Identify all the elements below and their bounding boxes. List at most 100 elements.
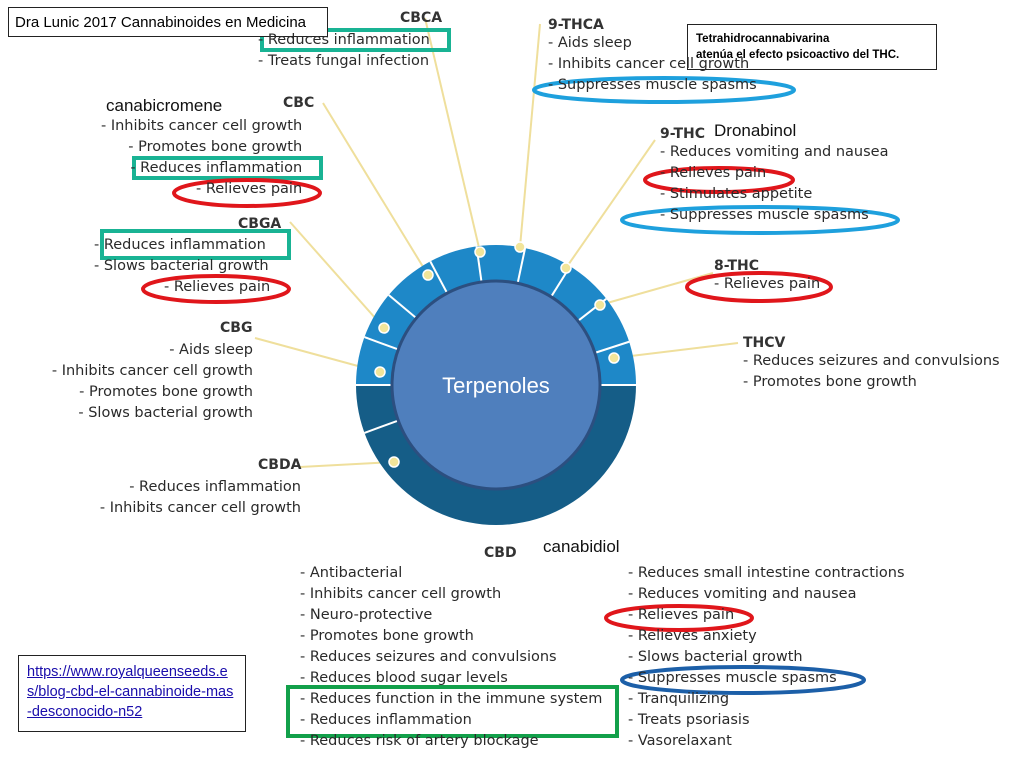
center-label: Terpenoles — [442, 373, 550, 398]
title-text: Dra Lunic 2017 Cannabinoides en Medicina — [15, 14, 307, 31]
source-link[interactable]: https://www.royalqueenseeds.es/blog-cbd-… — [27, 664, 234, 720]
group-cbc-title-wrap: CBC — [283, 95, 314, 111]
connector-8thc — [599, 272, 714, 306]
group-8thc-title: 8-THC — [714, 258, 760, 274]
node-dot-cbca — [474, 246, 486, 258]
group-cbda-item: - Reduces inflammation — [129, 479, 301, 495]
group-cbd-item: - Inhibits cancer cell growth — [300, 586, 502, 602]
highlight-thca-spasms — [532, 76, 796, 104]
group-cbca: CBCA — [400, 10, 442, 26]
group-cbd-item: - Neuro-protective — [300, 607, 433, 623]
group-cbd-item: - Relieves anxiety — [628, 628, 757, 644]
ring-divider — [364, 419, 399, 434]
group-8thc-item: - Relieves pain — [714, 276, 821, 292]
node-dot-8thc — [594, 299, 606, 311]
group-thca: 9-THCA - Aids sleep - Inhibits cancer ce… — [548, 17, 757, 96]
group-cbd-item: - Reduces small intestine contractions — [628, 565, 905, 581]
group-cbg-title: CBG — [220, 320, 253, 336]
highlight-cbc-pain — [172, 178, 322, 208]
group-thc-item: - Suppresses muscle spasms — [660, 207, 869, 223]
group-cbca-items: - Reduces inflammation - Treats fungal i… — [258, 30, 430, 72]
highlight-thc-pain — [643, 166, 795, 194]
group-cbd-item: - Suppresses muscle spasms — [628, 670, 837, 686]
group-cbd-item: - Reduces function in the immune system — [300, 691, 603, 707]
group-cbg-item: - Slows bacterial growth — [78, 405, 253, 421]
highlight-cbd-immune-inflammation — [286, 685, 619, 738]
ring-divider — [594, 340, 630, 354]
connector-thc — [565, 139, 656, 269]
connector-cbda — [299, 461, 395, 468]
node-dot-thcv — [608, 352, 620, 364]
group-cbga-title: CBGA — [238, 216, 282, 232]
node-dot-cbga — [378, 322, 390, 334]
highlight-cbc-inflammation — [132, 156, 323, 180]
group-cbd-item: - Promotes bone growth — [300, 628, 474, 644]
group-cbd-item: - Treats psoriasis — [628, 712, 750, 728]
group-cbg-item: - Inhibits cancer cell growth — [51, 363, 253, 379]
highlight-8thc-pain — [685, 271, 833, 303]
group-cbga-item: - Relieves pain — [164, 279, 271, 295]
note-line-1: Tetrahidrocannabivarina — [696, 33, 830, 45]
node-dot-thca — [514, 241, 526, 253]
group-thca-item: - Inhibits cancer cell growth — [548, 56, 750, 72]
group-cbc: - Inhibits cancer cell growth - Promotes… — [96, 116, 302, 200]
node-dot-cbc — [422, 269, 434, 281]
group-thca-item: - Suppresses muscle spasms — [548, 77, 757, 93]
ring-segment-dividers — [356, 246, 636, 434]
connector-cbca — [424, 17, 481, 253]
annotation-canabidiol: canabidiol — [543, 537, 620, 556]
group-cbc-title: CBC — [283, 95, 315, 111]
ring-divider — [364, 336, 399, 351]
annotation-dronabinol: Dronabinol — [714, 121, 797, 140]
group-cbd-left: - Antibacterial - Inhibits cancer cell g… — [300, 563, 602, 752]
annotation-canabicromene: canabicromene — [106, 96, 223, 115]
group-cbd-item: - Antibacterial — [300, 565, 403, 581]
group-thcv-item: - Reduces seizures and convulsions — [743, 353, 1000, 369]
group-cbda-item: - Inhibits cancer cell growth — [99, 500, 301, 516]
group-cbg: - Aids sleep - Inhibits cancer cell grow… — [33, 340, 253, 424]
group-cbc-item: - Relieves pain — [196, 181, 303, 197]
group-thca-title: 9-THCA — [548, 17, 604, 33]
group-thca-item: - Aids sleep — [548, 35, 632, 51]
group-cbda: - Reduces inflammation - Inhibits cancer… — [80, 477, 301, 519]
group-cbd-item: - Reduces inflammation — [300, 712, 472, 728]
outer-ring-dark — [356, 385, 636, 525]
highlight-cbd-spasms — [620, 665, 866, 695]
group-cbd-title-wrap: CBD — [484, 545, 517, 561]
title-box: Dra Lunic 2017 Cannabinoides en Medicina — [8, 7, 328, 37]
group-cbd-item: - Reduces seizures and convulsions — [300, 649, 557, 665]
connector-cbga — [289, 221, 385, 329]
group-cbc-item: - Reduces inflammation — [130, 160, 303, 176]
group-cbca-item: - Reduces inflammation — [258, 32, 430, 48]
node-dot-thc — [560, 262, 572, 274]
group-cbc-item: - Promotes bone growth — [128, 139, 303, 155]
note-line-2: atenúa el efecto psicoactivo del THC. — [696, 49, 900, 61]
group-thcv-title: THCV — [743, 335, 786, 351]
ring-node-dots — [374, 241, 620, 468]
group-cbg-item: - Aids sleep — [169, 342, 253, 358]
group-cbd-item: - Tranquilizing — [628, 691, 730, 707]
connector-cbc — [322, 102, 429, 276]
group-thc-title: 9-THC — [660, 126, 706, 142]
group-cbga-item: - Slows bacterial growth — [94, 258, 269, 274]
group-thcv-item: - Promotes bone growth — [743, 374, 917, 390]
group-cbd-item: - Reduces blood sugar levels — [300, 670, 508, 686]
group-cbd-item: - Relieves pain — [628, 607, 735, 623]
group-cbda-title: CBDA — [258, 457, 302, 473]
group-thcv: THCV - Reduces seizures and convulsions … — [743, 335, 1000, 393]
group-cbd-item: - Vasorelaxant — [628, 733, 732, 749]
group-cbg-title-wrap: CBG — [220, 320, 252, 336]
group-cbca-item: - Treats fungal infection — [258, 53, 430, 69]
node-dot-cbg — [374, 366, 386, 378]
group-cbd-right: - Reduces small intestine contractions -… — [628, 563, 905, 752]
group-cbd-item: - Reduces risk of artery blockage — [300, 733, 539, 749]
group-cbga: - Reduces inflammation - Slows bacterial… — [94, 235, 270, 298]
highlight-thc-spasms — [620, 205, 900, 235]
group-thc-item: - Relieves pain — [660, 165, 767, 181]
highlight-cbga-pain — [141, 274, 291, 304]
highlight-cbd-pain — [604, 604, 754, 632]
connector-thca — [519, 23, 541, 248]
highlight-cbca-inflammation — [260, 28, 451, 52]
highlight-cbga-inflammation — [100, 229, 291, 260]
